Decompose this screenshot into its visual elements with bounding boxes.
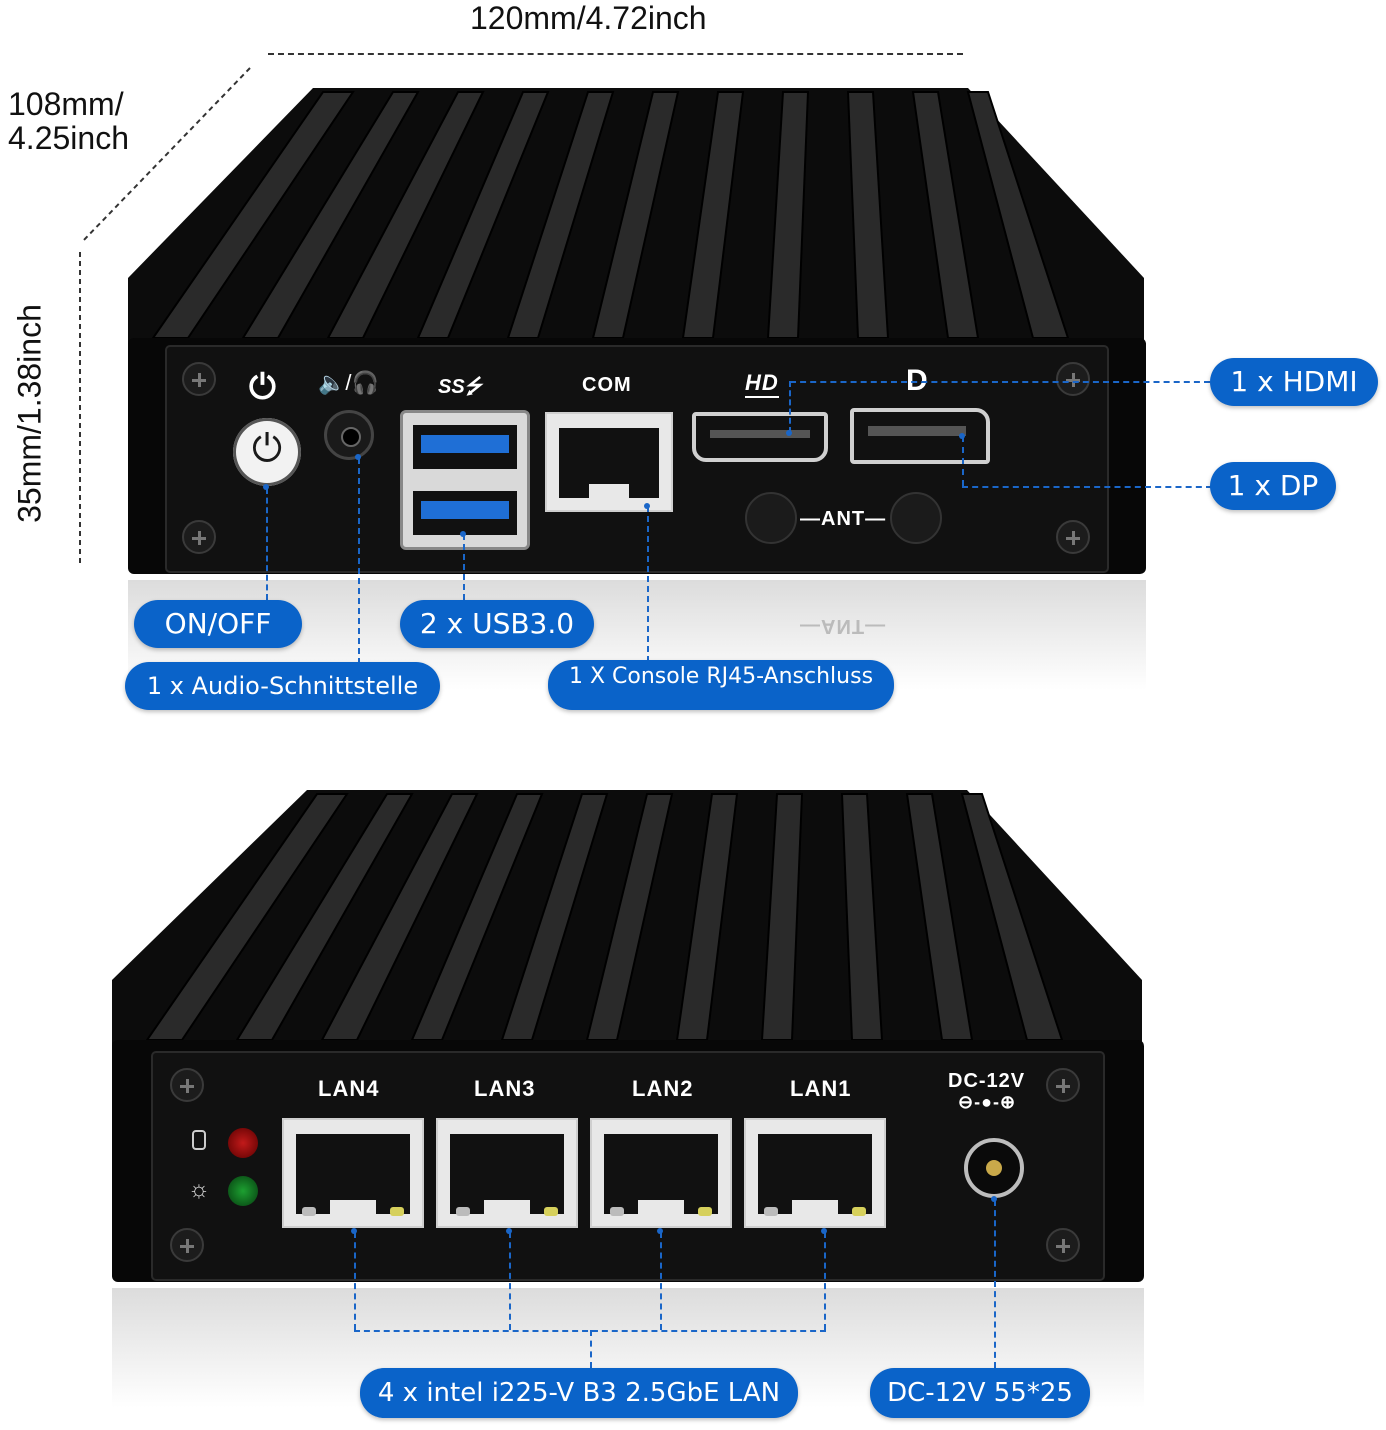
dp-callout: 1 x DP — [1210, 462, 1336, 510]
displayport-logo-icon: D — [906, 364, 929, 397]
dc-polarity-icon: ⊖-●-⊕ — [958, 1092, 1017, 1112]
audio-jack — [324, 410, 374, 460]
screw-icon — [170, 1068, 204, 1102]
hdmi-callout-line — [790, 381, 1210, 383]
lan1-port — [744, 1118, 886, 1228]
antenna-mount-right — [890, 492, 942, 544]
usb-logo-icon: SS⭍ — [438, 376, 482, 398]
width-dimension-line — [268, 53, 963, 55]
depth-dimension-label-line2: 4.25inch — [8, 120, 129, 156]
usb-port-1 — [413, 425, 517, 469]
depth-dimension-label-line1: 108mm/ — [8, 86, 124, 122]
lan3-callout-dot — [506, 1228, 512, 1234]
lan3-port — [436, 1118, 578, 1228]
onoff-callout: ON/OFF — [134, 600, 302, 648]
dp-callout-dot — [959, 433, 965, 439]
width-dimension-label: 120mm/4.72inch — [470, 0, 707, 36]
console-callout: 1 X Console RJ45-Anschluss — [548, 660, 894, 710]
usb-callout-line — [463, 534, 465, 600]
lan2-port — [590, 1118, 732, 1228]
audio-callout: 1 x Audio-Schnittstelle — [125, 662, 440, 710]
hdmi-callout: 1 x HDMI — [1210, 358, 1378, 406]
screw-icon — [1056, 520, 1090, 554]
lan2-callout-line — [660, 1232, 662, 1330]
onoff-callout-line — [266, 488, 268, 600]
lan-callout-stem — [590, 1330, 592, 1368]
dp-callout-line-vertical — [962, 436, 964, 486]
usb-callout-dot — [460, 531, 466, 537]
power-led — [228, 1176, 258, 1206]
onoff-callout-dot — [263, 484, 269, 490]
console-callout-dot — [644, 503, 650, 509]
storage-led — [228, 1128, 258, 1158]
audio-callout-line — [358, 458, 360, 664]
dp-callout-line — [962, 486, 1212, 488]
storage-icon — [192, 1130, 206, 1150]
lan3-label: LAN3 — [474, 1076, 536, 1101]
height-dimension-label: 35mm/1.38inch — [11, 304, 48, 523]
lan4-callout-line — [354, 1232, 356, 1330]
com-label: COM — [582, 374, 632, 396]
screw-icon — [1046, 1068, 1080, 1102]
lan2-label: LAN2 — [632, 1076, 694, 1101]
antenna-mount-left — [745, 492, 797, 544]
lan1-callout-dot — [821, 1228, 827, 1234]
hdmi-callout-dot — [786, 430, 792, 436]
power-button-icon: ⏻ — [251, 428, 283, 470]
dc-callout: DC-12V 55*25 — [870, 1368, 1090, 1418]
lan2-callout-dot — [657, 1228, 663, 1234]
screw-icon — [1046, 1228, 1080, 1262]
screw-icon — [170, 1228, 204, 1262]
power-icon: ⏻ — [249, 368, 276, 406]
com-port — [545, 412, 673, 512]
hdmi-port — [692, 412, 828, 462]
lan1-callout-line — [824, 1232, 826, 1330]
lan-callout: 4 x intel i225-V B3 2.5GbE LAN — [360, 1368, 798, 1418]
screw-icon — [182, 362, 216, 396]
power-led-icon: ☼ — [188, 1176, 210, 1203]
dc-callout-line — [994, 1200, 996, 1368]
lan4-callout-dot — [351, 1228, 357, 1234]
lan4-label: LAN4 — [318, 1076, 380, 1101]
hdmi-logo-icon: HD — [745, 370, 779, 398]
usb-port-stack — [400, 410, 530, 550]
antenna-label-reflection: —ANT— — [800, 615, 887, 637]
audio-callout-dot — [355, 454, 361, 460]
antenna-label: —ANT— — [800, 508, 887, 530]
displayport-port — [850, 408, 990, 464]
screw-icon — [1056, 362, 1090, 396]
lan3-callout-line — [509, 1232, 511, 1330]
hdmi-callout-line-vertical — [789, 381, 791, 433]
audio-icons: 🔈/🎧 — [318, 370, 379, 395]
dc-callout-dot — [991, 1196, 997, 1202]
dc-power-jack — [964, 1138, 1024, 1198]
dc-label: DC-12V — [948, 1070, 1026, 1092]
usb-callout: 2 x USB3.0 — [400, 600, 594, 648]
depth-dimension-line — [79, 67, 251, 565]
console-callout-line — [647, 506, 649, 662]
lan1-label: LAN1 — [790, 1076, 852, 1101]
screw-icon — [182, 520, 216, 554]
usb-port-2 — [413, 491, 517, 535]
lan4-port — [282, 1118, 424, 1228]
power-button[interactable]: ⏻ — [233, 418, 301, 486]
